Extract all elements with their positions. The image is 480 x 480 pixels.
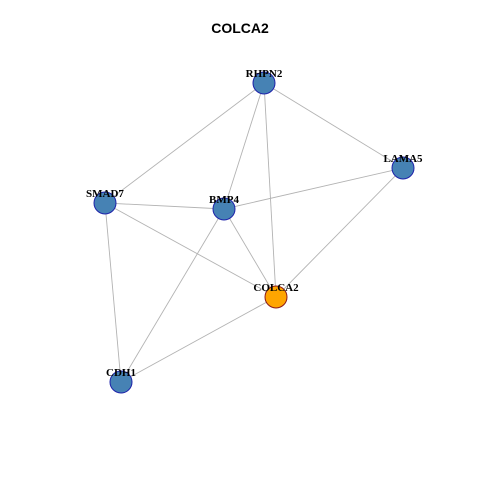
edge-smad7-bmp4 <box>104 202 225 210</box>
graph-title: COLCA2 <box>211 20 269 36</box>
node-circle-smad7[interactable] <box>93 191 117 215</box>
node-bmp4[interactable]: BMP4 <box>209 194 239 221</box>
edge-bmp4-cdh1 <box>120 208 225 383</box>
edge-rhpn2-lama5 <box>263 82 404 169</box>
edge-colca2-cdh1 <box>120 296 277 383</box>
node-smad7[interactable]: SMAD7 <box>86 188 124 215</box>
node-label-smad7: SMAD7 <box>86 188 124 200</box>
edge-lama5-bmp4 <box>223 167 404 210</box>
edge-rhpn2-colca2 <box>263 82 277 298</box>
node-cdh1[interactable]: CDH1 <box>106 367 136 394</box>
node-label-rhpn2: RHPN2 <box>246 68 283 80</box>
edge-rhpn2-bmp4 <box>223 82 265 210</box>
node-circle-bmp4[interactable] <box>212 197 236 221</box>
node-colca2[interactable]: COLCA2 <box>253 282 299 309</box>
node-lama5[interactable]: LAMA5 <box>383 153 423 180</box>
edge-smad7-cdh1 <box>104 202 122 383</box>
edge-smad7-colca2 <box>104 202 277 298</box>
node-rhpn2[interactable]: RHPN2 <box>246 68 283 95</box>
node-label-cdh1: CDH1 <box>106 367 136 379</box>
edge-rhpn2-smad7 <box>104 82 265 204</box>
node-circle-lama5[interactable] <box>391 156 415 180</box>
edge-bmp4-colca2 <box>223 208 277 298</box>
node-label-bmp4: BMP4 <box>209 194 239 206</box>
edge-lama5-colca2 <box>275 167 404 298</box>
node-label-colca2: COLCA2 <box>253 282 299 294</box>
node-circle-rhpn2[interactable] <box>252 71 276 95</box>
edge-layer <box>104 82 404 383</box>
node-label-lama5: LAMA5 <box>383 153 423 165</box>
node-circle-colca2[interactable] <box>264 285 288 309</box>
node-circle-cdh1[interactable] <box>109 370 133 394</box>
